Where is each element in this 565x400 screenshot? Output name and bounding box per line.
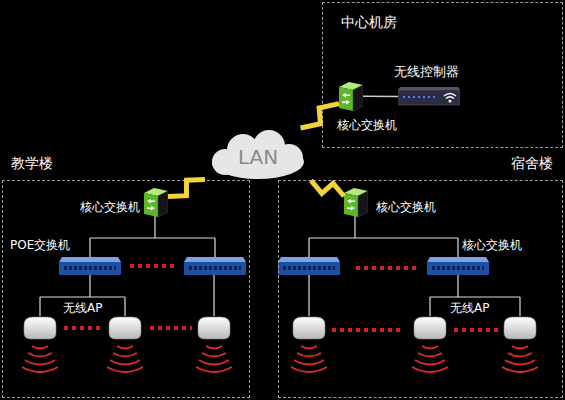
switch-node: 核心交换机	[339, 81, 363, 111]
node-label: 核心交换机	[72, 199, 140, 215]
switch-icon	[144, 187, 168, 217]
cloud-node: LAN	[205, 128, 311, 182]
device-label: 无线AP	[450, 301, 510, 315]
node-label: LAN	[205, 145, 311, 169]
device-label: POE交换机	[10, 238, 90, 252]
access-point-icons	[24, 317, 536, 339]
area-heading: 教学楼	[11, 154, 71, 172]
node-label: 核心交换机	[337, 117, 417, 133]
lightning-link	[311, 180, 344, 196]
cable-link	[363, 95, 398, 97]
lightning-link	[301, 104, 339, 128]
network-wires	[40, 216, 520, 316]
area-heading: 宿舍楼	[511, 154, 565, 172]
poe-switch-icons	[59, 257, 489, 275]
node-label: 核心交换机	[376, 199, 456, 215]
region-node: 宿舍楼核心交换机	[278, 180, 563, 398]
region-node: 教学楼核心交换机	[2, 180, 250, 398]
ellipsis-dots	[64, 266, 498, 330]
device-label: 核心交换机	[462, 238, 542, 252]
device-label: 无线AP	[63, 301, 123, 315]
controller-node: 无线控制器	[398, 87, 460, 107]
area-heading: 中心机房	[341, 13, 421, 31]
switch-node: 核心交换机	[344, 187, 368, 217]
switch-node: 核心交换机	[144, 187, 168, 217]
node-label: 无线控制器	[394, 63, 474, 80]
switch-icon	[339, 81, 363, 111]
region-node: 中心机房核心交换机 无线控制器	[322, 2, 563, 148]
wireless-wave-icons	[22, 346, 538, 372]
controller-icon	[398, 87, 460, 107]
switch-icon	[344, 187, 368, 217]
lightning-link	[168, 179, 205, 196]
